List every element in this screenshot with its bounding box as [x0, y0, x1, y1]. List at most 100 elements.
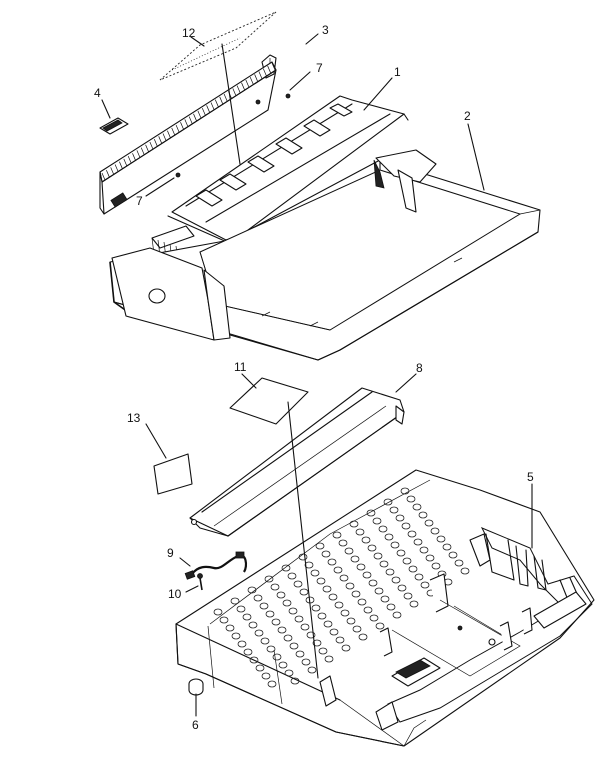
grid-hole: [231, 632, 241, 640]
grid-hole: [307, 666, 317, 674]
grid-hole: [384, 533, 394, 541]
grid-hole: [397, 584, 407, 592]
callout-10: 10: [168, 587, 182, 601]
grid-hole: [259, 602, 269, 610]
grid-hole: [293, 580, 303, 588]
grid-hole: [341, 644, 351, 652]
grid-hole: [276, 591, 286, 599]
callout-13: 13: [127, 411, 141, 425]
grid-hole: [253, 594, 263, 602]
grid-hole: [400, 487, 410, 495]
grid-hole: [249, 656, 259, 664]
grid-hole: [242, 613, 252, 621]
grid-hole: [306, 631, 316, 639]
grid-hole: [323, 620, 333, 628]
grid-hole: [442, 543, 452, 551]
grid-hole: [318, 647, 328, 655]
grid-hole: [436, 535, 446, 543]
grid-hole: [430, 527, 440, 535]
grid-hole: [243, 648, 253, 656]
callout-12: 12: [182, 26, 196, 40]
grid-hole: [413, 538, 423, 546]
grid-hole: [409, 600, 419, 608]
grid-hole: [289, 642, 299, 650]
grid-hole: [454, 559, 464, 567]
grid-hole: [322, 585, 332, 593]
grid-hole: [288, 607, 298, 615]
grid-hole: [373, 552, 383, 560]
grid-hole: [374, 587, 384, 595]
grid-hole: [425, 554, 435, 562]
grid-hole: [282, 599, 292, 607]
grid-hole: [396, 549, 406, 557]
grid-hole: [281, 564, 291, 572]
callout-8: 8: [416, 361, 423, 375]
part-2-top-cover: [109, 149, 541, 361]
grid-hole: [315, 542, 325, 550]
part-9-cable: [184, 551, 248, 580]
callout-9: 9: [167, 546, 174, 560]
grid-hole: [260, 637, 270, 645]
callout-7-left: 7: [136, 194, 143, 208]
grid-hole: [290, 677, 300, 685]
grid-hole: [316, 577, 326, 585]
grid-hole: [255, 664, 265, 672]
grid-hole: [345, 582, 355, 590]
grid-hole: [412, 503, 422, 511]
grid-hole: [261, 672, 271, 680]
grid-hole: [272, 653, 282, 661]
grid-hole: [266, 645, 276, 653]
grid-hole: [321, 550, 331, 558]
grid-hole: [385, 568, 395, 576]
perforated-grid: [213, 487, 470, 688]
grid-hole: [420, 581, 430, 589]
grid-hole: [219, 616, 229, 624]
grid-hole: [225, 624, 235, 632]
grid-hole: [363, 606, 373, 614]
grid-hole: [355, 528, 365, 536]
grid-hole: [395, 514, 405, 522]
grid-hole: [351, 590, 361, 598]
grid-hole: [328, 593, 338, 601]
grid-hole: [349, 520, 359, 528]
part-8-bar: [189, 387, 405, 537]
grid-hole: [402, 557, 412, 565]
grid-hole: [380, 595, 390, 603]
grid-hole: [367, 544, 377, 552]
grid-hole: [366, 509, 376, 517]
callout-labels: 1 2 3 4 5 6 7 7 8 9 10 11 12 13: [94, 23, 534, 732]
callout-1: 1: [394, 65, 401, 79]
callout-3: 3: [322, 23, 329, 37]
grid-hole: [391, 576, 401, 584]
leader-lines: [101, 33, 533, 717]
grid-hole: [267, 680, 277, 688]
grid-hole: [356, 563, 366, 571]
grid-hole: [358, 633, 368, 641]
grid-hole: [369, 614, 379, 622]
grid-hole: [270, 583, 280, 591]
grid-hole: [390, 541, 400, 549]
grid-hole: [379, 560, 389, 568]
grid-hole: [271, 618, 281, 626]
part-13-label: [153, 453, 193, 495]
grid-hole: [312, 639, 322, 647]
paper-guide-assembly: [151, 95, 409, 263]
grid-hole: [362, 571, 372, 579]
grid-hole: [408, 565, 418, 573]
grid-hole: [392, 611, 402, 619]
grid-hole: [334, 601, 344, 609]
callout-6: 6: [192, 718, 199, 732]
grid-hole: [448, 551, 458, 559]
grid-hole: [287, 572, 297, 580]
grid-hole: [213, 608, 223, 616]
grid-hole: [283, 634, 293, 642]
grid-hole: [352, 625, 362, 633]
grid-hole: [299, 588, 309, 596]
grid-hole: [339, 574, 349, 582]
callout-4: 4: [94, 86, 101, 100]
grid-hole: [329, 628, 339, 636]
grid-hole: [335, 636, 345, 644]
grid-hole: [344, 547, 354, 555]
grid-hole: [418, 511, 428, 519]
grid-hole: [406, 495, 416, 503]
